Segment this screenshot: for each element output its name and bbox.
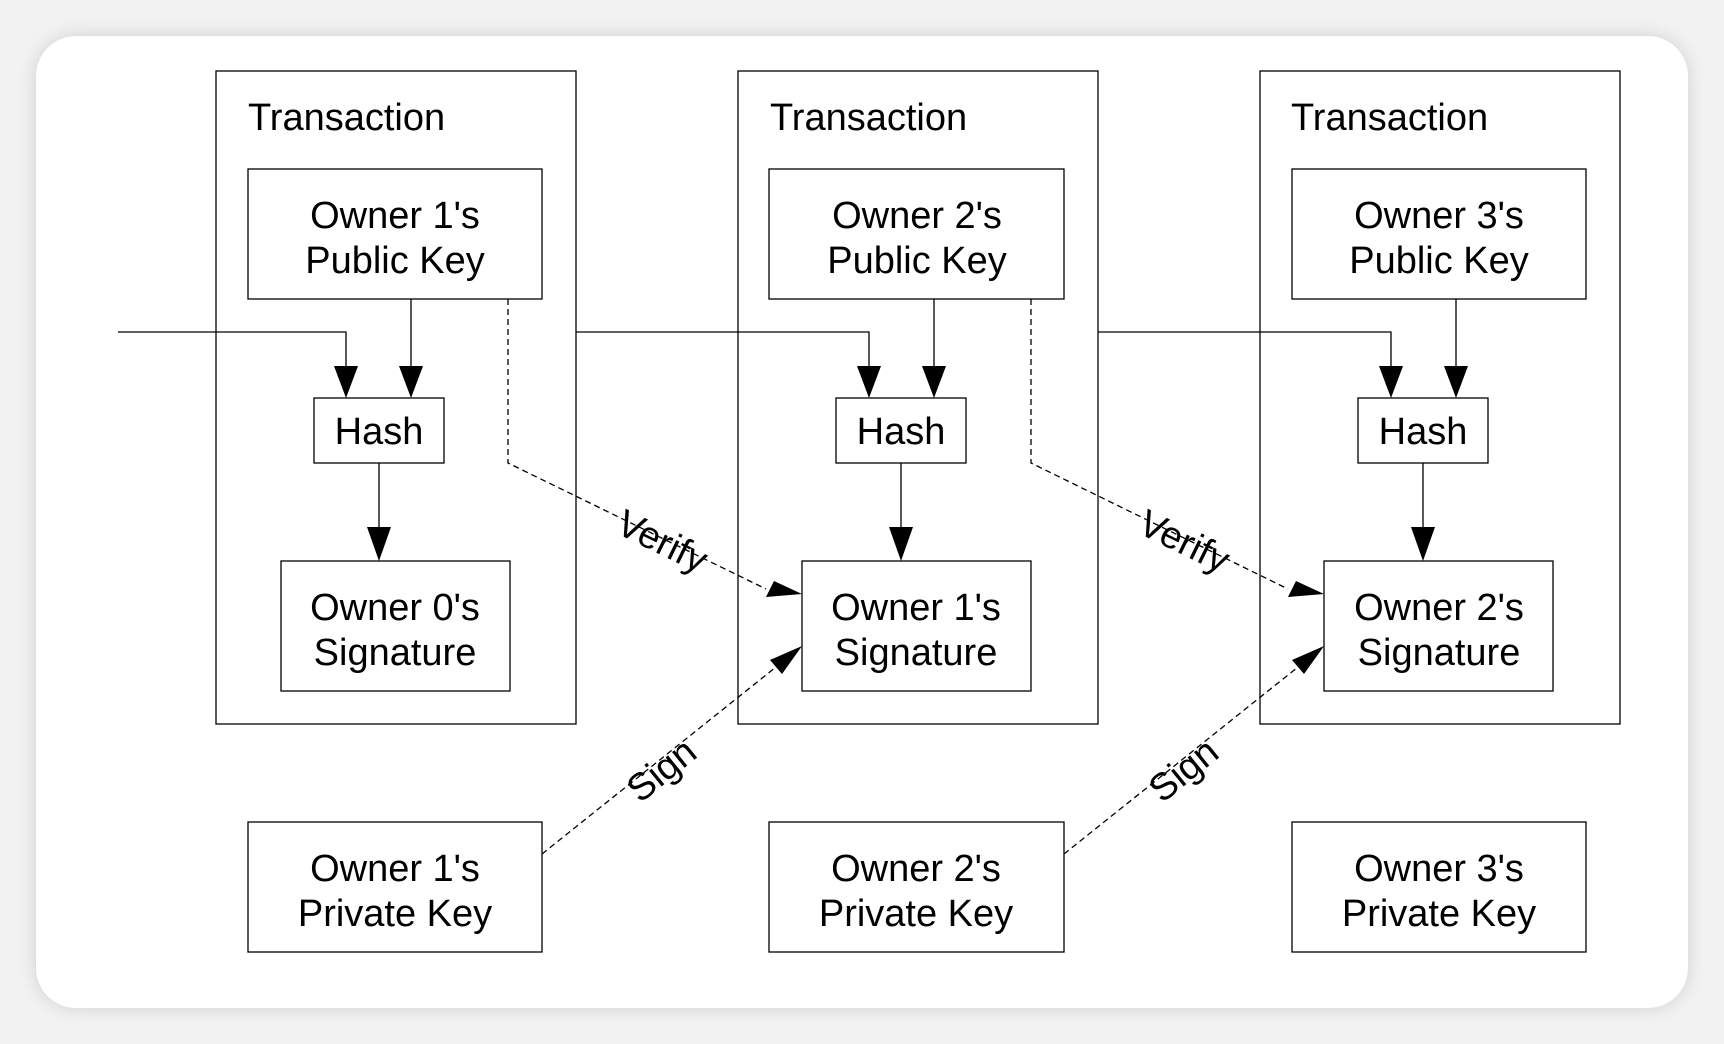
signature-label: Signature <box>314 632 477 674</box>
signature-box <box>801 560 1032 692</box>
private-key-2: Owner 2's Private Key <box>768 821 1065 953</box>
private-key-label: Private Key <box>298 893 492 935</box>
transaction-title: Transaction <box>770 97 967 139</box>
arrow-head <box>766 581 802 597</box>
arrow-head <box>1444 366 1468 398</box>
arrow-head <box>1288 581 1324 597</box>
sign-label: Sign <box>1141 730 1227 811</box>
transaction-chain-diagram: Transaction Owner 1's Public Key Hash Ow… <box>118 70 1621 953</box>
signature-box <box>1323 560 1554 692</box>
private-key-3: Owner 3's Private Key <box>1291 821 1587 953</box>
signature-label: Signature <box>835 632 998 674</box>
transaction-title: Transaction <box>248 97 445 139</box>
private-key-box <box>768 821 1065 953</box>
private-key-owner: Owner 1's <box>310 848 480 890</box>
private-key-owner: Owner 2's <box>831 848 1001 890</box>
public-key-box <box>1291 168 1587 300</box>
sign-label: Sign <box>619 730 705 811</box>
hash-box <box>835 397 967 464</box>
private-key-label: Private Key <box>1342 893 1536 935</box>
hash-label: Hash <box>335 411 424 453</box>
arrow-head <box>770 646 802 674</box>
verify-label: Verify <box>1132 502 1236 581</box>
private-key-box <box>247 821 543 953</box>
arrow-head <box>334 366 358 398</box>
signature-label: Signature <box>1358 632 1521 674</box>
arrow-head <box>367 527 391 561</box>
arrow-head <box>889 527 913 561</box>
public-key-owner: Owner 2's <box>832 195 1002 237</box>
public-key-label: Public Key <box>1349 240 1529 282</box>
diagram-card: Transaction Owner 1's Public Key Hash Ow… <box>36 36 1688 1008</box>
hash-box <box>313 397 445 464</box>
public-key-box <box>768 168 1065 300</box>
public-key-label: Public Key <box>827 240 1007 282</box>
private-key-1: Owner 1's Private Key <box>247 821 543 953</box>
arrow-head <box>399 366 423 398</box>
transaction-2: Transaction Owner 2's Public Key Hash Ow… <box>576 70 1099 725</box>
transaction-1: Transaction Owner 1's Public Key Hash Ow… <box>118 70 577 725</box>
sign-edge-1: Sign <box>541 646 802 855</box>
private-key-box <box>1291 821 1587 953</box>
arrow-head <box>1411 527 1435 561</box>
previous-transaction-line <box>1098 331 1392 366</box>
verify-dashed-line <box>507 299 767 590</box>
arrow-head <box>922 366 946 398</box>
verify-dashed-line <box>1030 299 1289 590</box>
signature-box <box>280 560 511 692</box>
hash-label: Hash <box>857 411 946 453</box>
arrow-head <box>857 366 881 398</box>
public-key-label: Public Key <box>305 240 485 282</box>
public-key-owner: Owner 1's <box>310 195 480 237</box>
verify-label: Verify <box>610 502 714 581</box>
sign-edge-2: Sign <box>1063 646 1324 855</box>
signature-owner: Owner 1's <box>831 587 1001 629</box>
private-key-label: Private Key <box>819 893 1013 935</box>
public-key-box <box>247 168 543 300</box>
private-key-owner: Owner 3's <box>1354 848 1524 890</box>
previous-transaction-line <box>576 331 870 366</box>
hash-label: Hash <box>1379 411 1468 453</box>
public-key-owner: Owner 3's <box>1354 195 1524 237</box>
signature-owner: Owner 0's <box>310 587 480 629</box>
transaction-3: Transaction Owner 3's Public Key Hash Ow… <box>1098 70 1621 725</box>
arrow-head <box>1379 366 1403 398</box>
previous-transaction-line <box>118 331 347 366</box>
signature-owner: Owner 2's <box>1354 587 1524 629</box>
arrow-head <box>1292 646 1324 674</box>
transaction-title: Transaction <box>1291 97 1488 139</box>
hash-box <box>1357 397 1489 464</box>
